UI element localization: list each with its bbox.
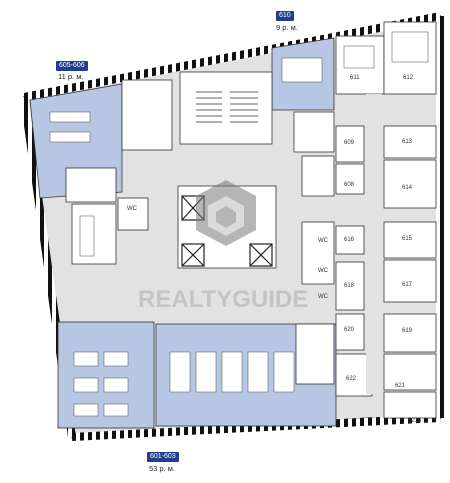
- room-west-lobby[interactable]: [65, 167, 117, 203]
- zone-area-601-603: 53 р. м.: [149, 464, 176, 473]
- room-label-609: 609: [344, 140, 355, 146]
- wc-label-1: WC: [318, 238, 328, 244]
- room-613[interactable]: [383, 125, 437, 159]
- room-617[interactable]: [383, 259, 437, 303]
- wc-label-west: WC: [127, 206, 137, 212]
- cube-logo-icon: [196, 180, 256, 246]
- stairs-north: [196, 91, 258, 123]
- zone-tag-610[interactable]: 610: [276, 11, 294, 21]
- room-615[interactable]: [383, 221, 437, 259]
- room-620[interactable]: [335, 313, 365, 351]
- zone-area-605-606: 11 р. м.: [58, 72, 84, 81]
- room-label-621: 621: [395, 383, 406, 389]
- room-label-613: 613: [402, 139, 413, 145]
- room-label-618: 618: [344, 283, 355, 289]
- room-label-620: 620: [344, 327, 355, 333]
- zone-area-610: 9 р. м.: [276, 23, 298, 32]
- zone-tag-605-606[interactable]: 605-606: [56, 61, 88, 71]
- room-label-612: 612: [403, 75, 414, 81]
- room-label-611: 611: [350, 75, 360, 81]
- room-621[interactable]: [383, 353, 437, 391]
- room-label-619: 619: [402, 328, 413, 334]
- room-619[interactable]: [383, 313, 437, 353]
- room-label-608: 608: [344, 182, 355, 188]
- room-west-wc[interactable]: [117, 197, 149, 231]
- room-621a[interactable]: [383, 391, 437, 419]
- wc-label-3: WC: [318, 294, 328, 300]
- room-stair-north[interactable]: [179, 71, 273, 145]
- zone-tag-601-603[interactable]: 601-603: [147, 452, 179, 462]
- room-616[interactable]: [335, 225, 365, 255]
- room-label-615: 615: [402, 236, 413, 242]
- room-north-center[interactable]: [121, 79, 173, 151]
- room-service-east-2[interactable]: [301, 155, 335, 197]
- room-label-622: 622: [346, 376, 357, 382]
- room-se-small[interactable]: [295, 323, 335, 385]
- room-service-east[interactable]: [293, 111, 335, 153]
- room-label-614: 614: [402, 185, 413, 191]
- room-609[interactable]: [335, 125, 365, 163]
- room-614[interactable]: [383, 159, 437, 209]
- room-618[interactable]: [335, 261, 365, 311]
- wc-label-2: WC: [318, 268, 328, 274]
- room-label-621a: 621а: [408, 418, 422, 424]
- room-label-616: 616: [344, 237, 355, 243]
- room-label-617: 617: [402, 282, 413, 288]
- wc-block-middle[interactable]: [301, 221, 335, 285]
- room-608[interactable]: [335, 163, 365, 195]
- east-corridor: [366, 94, 382, 394]
- workstations: [49, 31, 429, 417]
- watermark-text: REALTYGUIDE: [138, 286, 309, 313]
